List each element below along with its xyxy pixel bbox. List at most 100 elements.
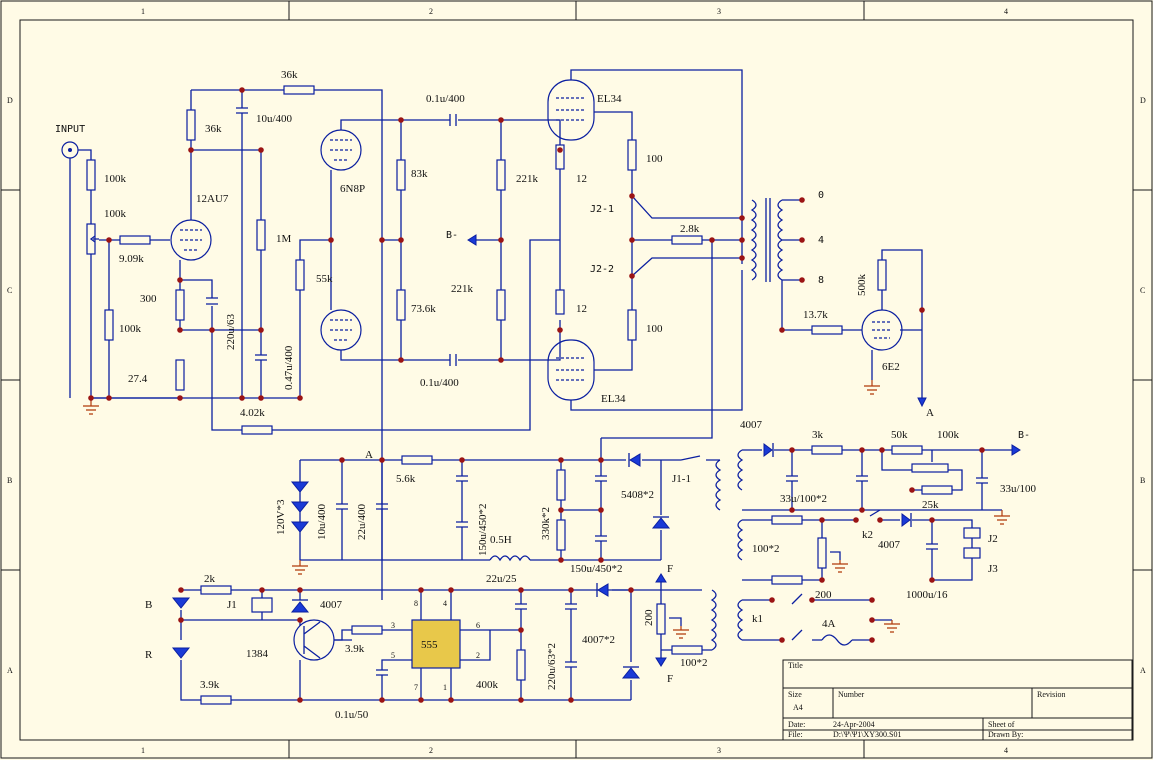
input-jack-pin-icon	[68, 148, 72, 152]
file-label: File:	[788, 730, 803, 739]
f-terminal-down-icon	[655, 657, 667, 667]
label-50k: 50k	[891, 429, 908, 441]
resistor-36k-a	[186, 109, 196, 141]
diode-5408-b-icon	[651, 517, 671, 529]
output-transformer-secondary-icon	[777, 199, 784, 281]
label-4007-a: 4007	[740, 419, 763, 431]
resistor-9-09k	[119, 235, 151, 245]
label-node-a2: A	[365, 449, 373, 461]
label-55k: 55k	[316, 273, 333, 285]
row-label-d: D	[7, 96, 13, 105]
input-label: INPUT	[55, 124, 85, 135]
label-220u-63: 220u/63	[225, 313, 237, 350]
label-3-9k-a: 3.9k	[345, 643, 365, 655]
label-150u-450x2-b: 150u/450*2	[570, 563, 623, 575]
label-047u-400: 0.47u/400	[283, 345, 295, 390]
date-value: 24-Apr-2004	[833, 720, 875, 729]
zener-diode-2-icon	[290, 501, 310, 513]
label-pin-8: 8	[414, 599, 418, 608]
resistor-5-6k	[401, 455, 433, 465]
resistor-100-a	[627, 139, 637, 171]
label-pin-5: 5	[391, 651, 395, 660]
resistor-50k	[891, 445, 923, 455]
resistor-330k-a	[556, 469, 566, 501]
label-1000u-16: 1000u/16	[906, 589, 948, 601]
label-4007-c: 4007	[320, 599, 343, 611]
label-tap-8[interactable]: 8	[818, 275, 824, 286]
label-pin-7: 7	[414, 683, 418, 692]
resistor-27-4	[175, 359, 185, 391]
label-1384: 1384	[246, 648, 269, 660]
label-j3: J3	[988, 563, 998, 575]
resistor-25k	[921, 485, 953, 495]
stage-el34: EL34 EL34 12 12 100 100 2.8k J2-1 J2-2 0…	[547, 69, 934, 419]
label-200-b: 200	[643, 609, 655, 626]
title-block: Title Size A4 Number Revision Date: 24-A…	[782, 659, 1133, 741]
ground-icon	[83, 398, 99, 415]
resistor-3k	[811, 445, 843, 455]
diode-4007-heater-icon	[901, 513, 911, 527]
resistor-400k	[516, 649, 526, 681]
resistor-221k-a	[496, 159, 506, 191]
resistor-73-6k	[396, 289, 406, 321]
label-100x2-a: 100*2	[752, 543, 780, 555]
label-12-a: 12	[576, 173, 587, 185]
col-label-1: 1	[141, 7, 145, 16]
node-a-arrow-icon	[917, 397, 927, 408]
label-j2-1: J2-1	[590, 204, 614, 215]
bias-supply: 4007 3k 50k 100k B- 33u/100*2 33u/100 25…	[737, 419, 1037, 601]
resistor-100k-a	[86, 159, 96, 191]
resistor-36k-b	[283, 85, 315, 95]
label-33u-100x2: 33u/100*2	[780, 493, 827, 505]
sheet-label: Sheet of	[988, 720, 1015, 729]
label-k1: k1	[752, 613, 763, 625]
label-10u-400-b: 10u/400	[316, 503, 328, 540]
file-value: D:\Ѱ\Ѱ1\XY300.S01	[833, 730, 901, 739]
label-220u-63x2: 220u/63*2	[546, 643, 558, 690]
label-tap-0[interactable]: 0	[818, 190, 824, 201]
diode-5408-a-icon	[629, 453, 641, 467]
label-500k: 500k	[856, 274, 868, 297]
label-6e2: 6E2	[882, 361, 900, 373]
potentiometer-200[interactable]	[817, 537, 827, 569]
row-label-a-right: A	[1140, 666, 1146, 675]
label-13-7k: 13.7k	[803, 309, 828, 321]
label-tap-4[interactable]: 4	[818, 235, 824, 246]
output-transformer-primary-icon	[750, 199, 757, 281]
label-pin-1: 1	[443, 683, 447, 692]
label-100-b: 100	[646, 323, 663, 335]
row-label-c: C	[7, 286, 12, 295]
label-k2: k2	[862, 529, 873, 541]
label-12-b: 12	[576, 303, 587, 315]
label-36k-b: 36k	[281, 69, 298, 81]
number-label: Number	[838, 690, 865, 699]
diode-4007-bias-icon	[763, 443, 773, 457]
col-label-4-bottom: 4	[1004, 746, 1008, 755]
label-22u-400: 22u/400	[356, 503, 368, 540]
diode-4007-x2-a-icon	[597, 583, 609, 597]
resistor-100k-c	[104, 309, 114, 341]
label-330k-x2: 330k*2	[540, 507, 552, 540]
fuse-4a-icon	[821, 634, 853, 646]
label-150u-450x2-a: 150u/450*2	[477, 503, 489, 556]
label-f-b: F	[667, 673, 673, 685]
resistor-3-9k-a	[351, 625, 383, 635]
drawn-by-label: Drawn By:	[988, 730, 1023, 739]
resistor-100-heater-a	[771, 515, 803, 525]
resistor-2-8k	[671, 235, 703, 245]
label-3-9k-b: 3.9k	[200, 679, 220, 691]
potentiometer-100k-bias[interactable]	[911, 463, 949, 473]
potentiometer-200-b[interactable]	[656, 603, 666, 635]
col-label-1-bottom: 1	[141, 746, 145, 755]
resistor-500k	[877, 259, 887, 291]
label-2k: 2k	[204, 573, 216, 585]
label-100k-c: 100k	[119, 323, 142, 335]
col-label-2-bottom: 2	[429, 746, 433, 755]
row-label-a: A	[7, 666, 13, 675]
label-el34-b: EL34	[601, 393, 626, 405]
row-label-b: B	[7, 476, 12, 485]
stage-12au7: 12AU7 36k 36k 300 4.02k 10u/400 220u/63 …	[91, 69, 560, 600]
b-minus-output-arrow-icon	[1011, 444, 1021, 456]
